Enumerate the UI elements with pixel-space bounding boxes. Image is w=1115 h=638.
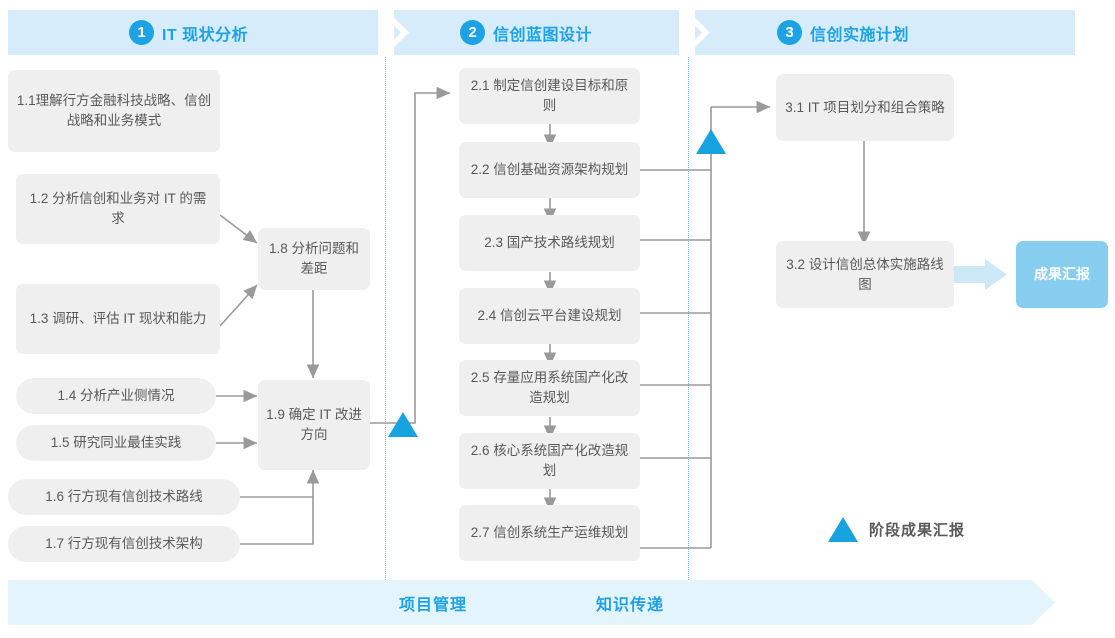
node-3-1[interactable]: 3.1 IT 项目划分和组合策略 [776, 74, 954, 141]
phase-divider-1 [385, 57, 386, 580]
node-3-1-label: 3.1 IT 项目划分和组合策略 [785, 99, 945, 115]
phase-label-1: IT 现状分析 [162, 26, 249, 44]
band-label-1: 知识传递 [596, 580, 664, 625]
node-2-2[interactable]: 2.2 信创基础资源架构规划 [459, 142, 640, 198]
node-1-3-label: 1.3 调研、评估 IT 现状和能力 [29, 311, 207, 327]
phase-segment-3 [695, 10, 1075, 55]
node-3-2-label: 3.2 设计信创总体实施路线图 [786, 256, 944, 292]
phase-label-3: 信创实施计划 [810, 26, 910, 44]
node-1-3[interactable]: 1.3 调研、评估 IT 现状和能力 [16, 284, 220, 354]
phase-divider-2 [688, 57, 689, 580]
node-1-2[interactable]: 1.2 分析信创和业务对 IT 的需求 [16, 174, 220, 244]
node-2-7[interactable]: 2.7 信创系统生产运维规划 [459, 505, 640, 561]
result-badge[interactable]: 成果汇报 [1016, 241, 1108, 308]
phase-number-3: 3 [777, 20, 802, 45]
node-1-1[interactable]: 1.1理解行方金融科技战略、信创战略和业务模式 [8, 70, 220, 152]
node-2-3[interactable]: 2.3 国产技术路线规划 [459, 215, 640, 271]
phase-title-1[interactable]: 1 IT 现状分析 [129, 10, 248, 55]
phase-title-2[interactable]: 2 信创蓝图设计 [460, 10, 592, 55]
node-2-5[interactable]: 2.5 存量应用系统国产化改造规划 [459, 360, 640, 416]
milestone-triangle-phase1 [388, 412, 418, 437]
node-2-4-label: 2.4 信创云平台建设规划 [477, 308, 622, 324]
milestone-triangle-phase2 [696, 129, 726, 154]
legend-label: 阶段成果汇报 [869, 522, 966, 539]
node-1-9-label: 1.9 确定 IT 改进方向 [266, 407, 362, 442]
node-2-1[interactable]: 2.1 制定信创建设目标和原则 [459, 68, 640, 124]
node-1-7-label: 1.7 行方现有信创技术架构 [45, 536, 203, 552]
node-3-2[interactable]: 3.2 设计信创总体实施路线图 [776, 241, 954, 308]
triangle-icon [828, 517, 858, 542]
band-label-0-text: 项目管理 [399, 596, 468, 614]
node-1-8-label: 1.8 分析问题和差距 [268, 241, 360, 276]
node-2-3-label: 2.3 国产技术路线规划 [484, 235, 615, 251]
node-1-4[interactable]: 1.4 分析产业侧情况 [16, 378, 216, 414]
node-2-6[interactable]: 2.6 核心系统国产化改造规划 [459, 433, 640, 489]
phase-number-1: 1 [129, 20, 154, 45]
result-arrow [954, 259, 1007, 290]
node-1-6[interactable]: 1.6 行方现有信创技术路线 [8, 479, 240, 515]
node-1-8[interactable]: 1.8 分析问题和差距 [258, 228, 370, 290]
node-1-1-label: 1.1理解行方金融科技战略、信创战略和业务模式 [16, 93, 212, 128]
node-2-6-label: 2.6 核心系统国产化改造规划 [470, 443, 629, 478]
node-2-4[interactable]: 2.4 信创云平台建设规划 [459, 288, 640, 344]
node-1-5[interactable]: 1.5 研究同业最佳实践 [16, 425, 216, 461]
node-2-7-label: 2.7 信创系统生产运维规划 [470, 525, 629, 541]
phase-segment-1 [8, 10, 378, 55]
node-1-5-label: 1.5 研究同业最佳实践 [50, 435, 182, 451]
phase-number-2: 2 [460, 20, 485, 45]
phase-label-2: 信创蓝图设计 [493, 26, 593, 44]
node-1-6-label: 1.6 行方现有信创技术路线 [45, 489, 203, 505]
node-2-1-label: 2.1 制定信创建设目标和原则 [470, 78, 629, 113]
legend-milestone: 阶段成果汇报 [828, 517, 965, 542]
node-2-5-label: 2.5 存量应用系统国产化改造规划 [470, 370, 629, 405]
phase-header-bar: 1 IT 现状分析 2 信创蓝图设计 3 信创实施计划 [8, 10, 1107, 55]
bottom-band [8, 580, 1055, 625]
node-1-2-label: 1.2 分析信创和业务对 IT 的需求 [29, 191, 207, 226]
node-1-9[interactable]: 1.9 确定 IT 改进方向 [258, 380, 370, 470]
band-label-0: 项目管理 [399, 580, 467, 625]
node-2-2-label: 2.2 信创基础资源架构规划 [470, 162, 629, 178]
node-1-4-label: 1.4 分析产业侧情况 [57, 388, 175, 404]
phase-segment-2 [394, 10, 679, 55]
band-label-1-text: 知识传递 [596, 596, 665, 614]
node-1-7[interactable]: 1.7 行方现有信创技术架构 [8, 526, 240, 562]
result-badge-label: 成果汇报 [1034, 266, 1090, 283]
phase-title-3[interactable]: 3 信创实施计划 [777, 10, 909, 55]
